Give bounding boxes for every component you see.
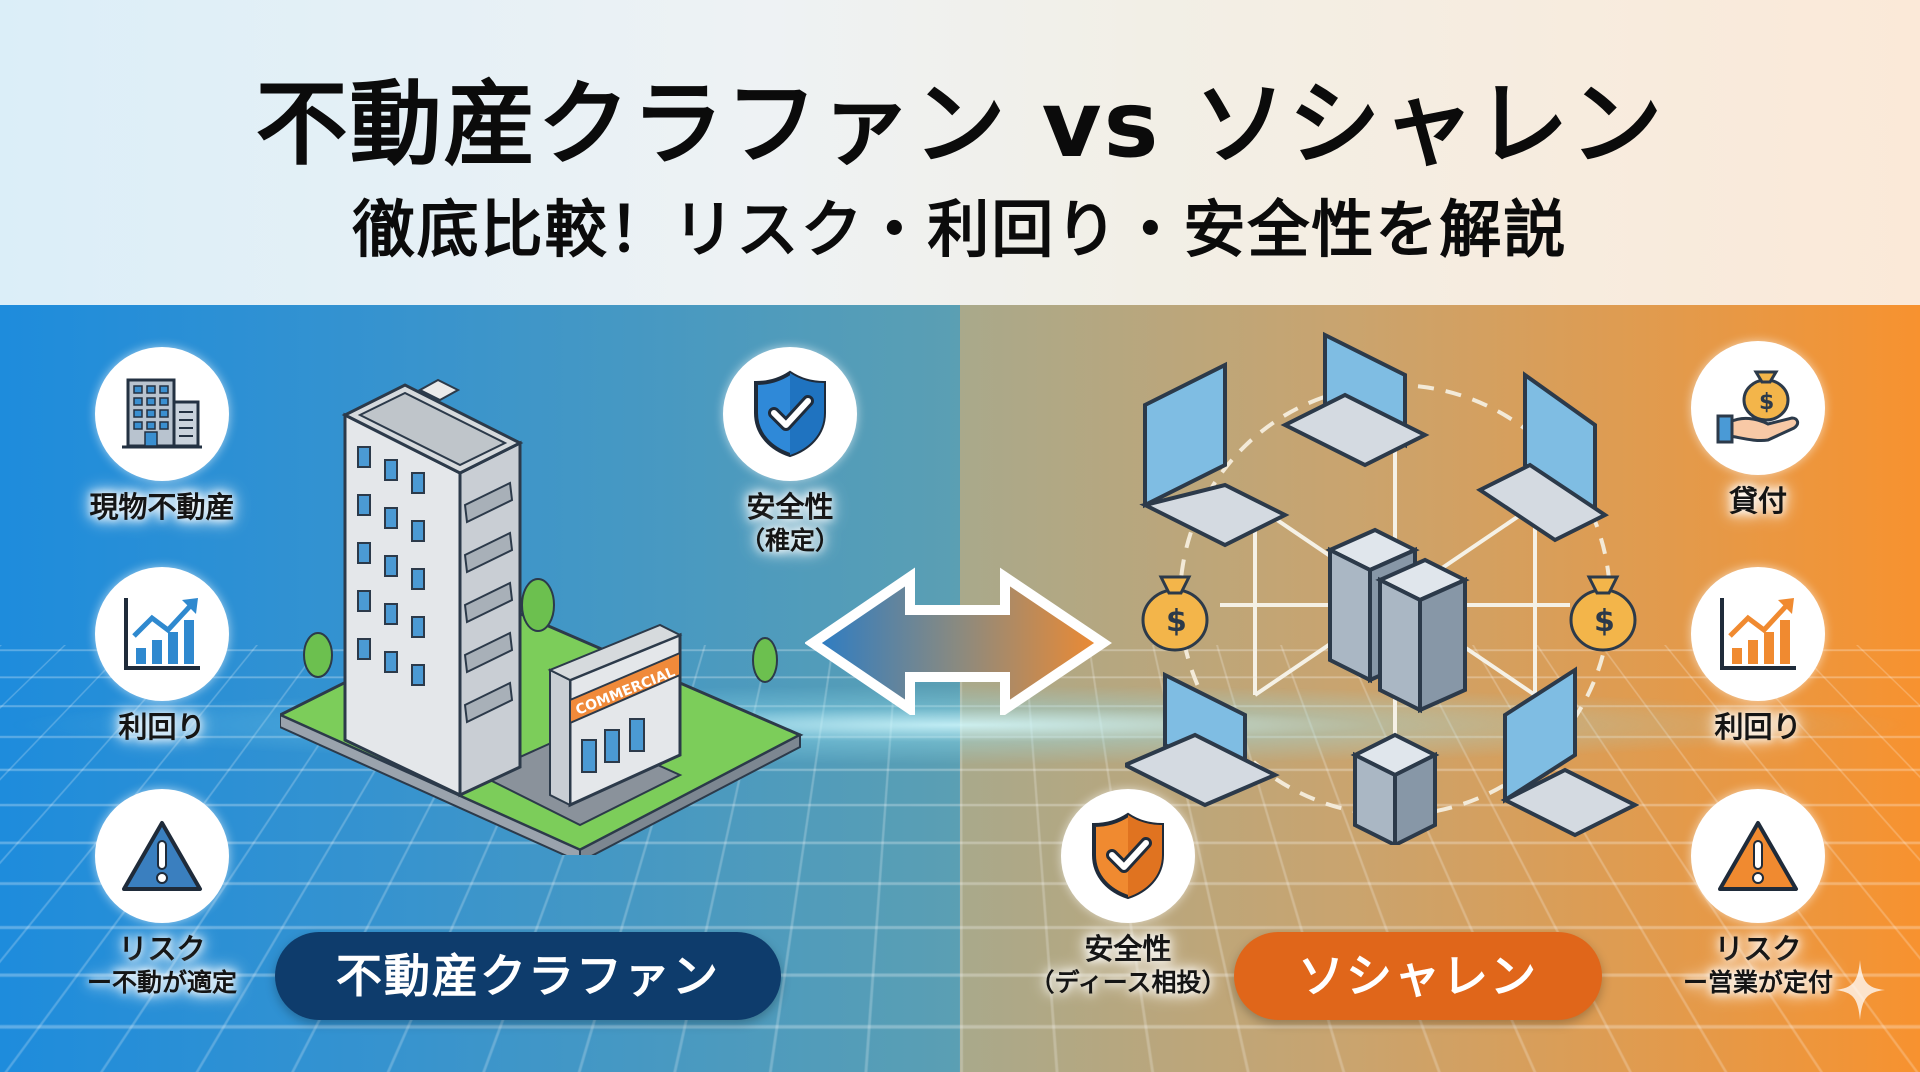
server-stack-icon [1350, 732, 1440, 845]
feature-left-risk: リスク ー不動が適定 [77, 789, 247, 999]
svg-text:$: $ [1594, 604, 1615, 639]
laptop-icon [1139, 361, 1290, 548]
laptop-icon [1125, 671, 1280, 808]
label-real-estate-crowdfunding: 不動産クラファン [275, 932, 781, 1020]
feature-left-safety: 安全性 （稚定） [705, 347, 875, 557]
feature-label: 利回り [1714, 710, 1802, 744]
feature-label: 貸付 [1728, 484, 1787, 518]
shield-check-icon [1092, 812, 1164, 900]
money-hand-icon: $ [1716, 370, 1800, 444]
feature-label: 現物不動産 [89, 490, 235, 524]
warning-icon [122, 821, 202, 891]
feature-label: リスク [118, 932, 206, 966]
svg-text:$: $ [1166, 604, 1187, 639]
feature-sublabel: （ディース相投） [1029, 968, 1227, 997]
laptop-icon [1500, 666, 1640, 838]
laptop-icon [1280, 331, 1430, 468]
feature-sublabel: （稚定） [739, 526, 840, 555]
shield-check-icon [754, 370, 826, 458]
feature-right-lending: $ 貸付 [1673, 341, 1843, 519]
feature-left-property: 現物不動産 [77, 347, 247, 525]
comparison-panel: 現物不動産 利回り リスク ー不動が適定 [0, 305, 1920, 1072]
feature-right-risk: リスク ー営業が定付 [1673, 789, 1843, 999]
server-icon [1325, 527, 1470, 714]
sparkle-icon [1835, 960, 1885, 1020]
feature-right-safety: 安全性 （ディース相投） [1028, 789, 1228, 999]
page-subtitle: 徹底比較！リスク・利回り・安全性を解説 [352, 193, 1568, 266]
feature-left-yield: 利回り [77, 567, 247, 745]
double-arrow-icon [805, 567, 1112, 715]
network-servers-illustration: $ $ [1125, 331, 1640, 845]
page-title: 不動産クラファン vs ソシャレン [255, 71, 1665, 178]
feature-sublabel: ー営業が定付 [1682, 968, 1833, 997]
feature-label: リスク [1714, 932, 1802, 966]
chart-up-icon [1720, 598, 1796, 670]
svg-text:$: $ [1759, 390, 1774, 415]
header: 不動産クラファン vs ソシャレン 徹底比較！リスク・利回り・安全性を解説 [0, 0, 1920, 305]
isometric-buildings-illustration: COMMERCIAL [280, 378, 804, 855]
money-bag-icon: $ [1141, 575, 1209, 652]
money-bag-icon: $ [1569, 575, 1637, 652]
label-social-lending: ソシャレン [1234, 932, 1602, 1020]
building-icon [122, 378, 202, 449]
chart-up-icon [124, 598, 200, 670]
warning-icon [1718, 821, 1798, 891]
feature-label: 安全性 [1084, 932, 1172, 966]
feature-label: 安全性 [746, 490, 834, 524]
feature-sublabel: ー不動が適定 [86, 968, 237, 997]
feature-label: 利回り [118, 710, 206, 744]
laptop-icon [1476, 371, 1609, 543]
feature-right-yield: 利回り [1673, 567, 1843, 745]
